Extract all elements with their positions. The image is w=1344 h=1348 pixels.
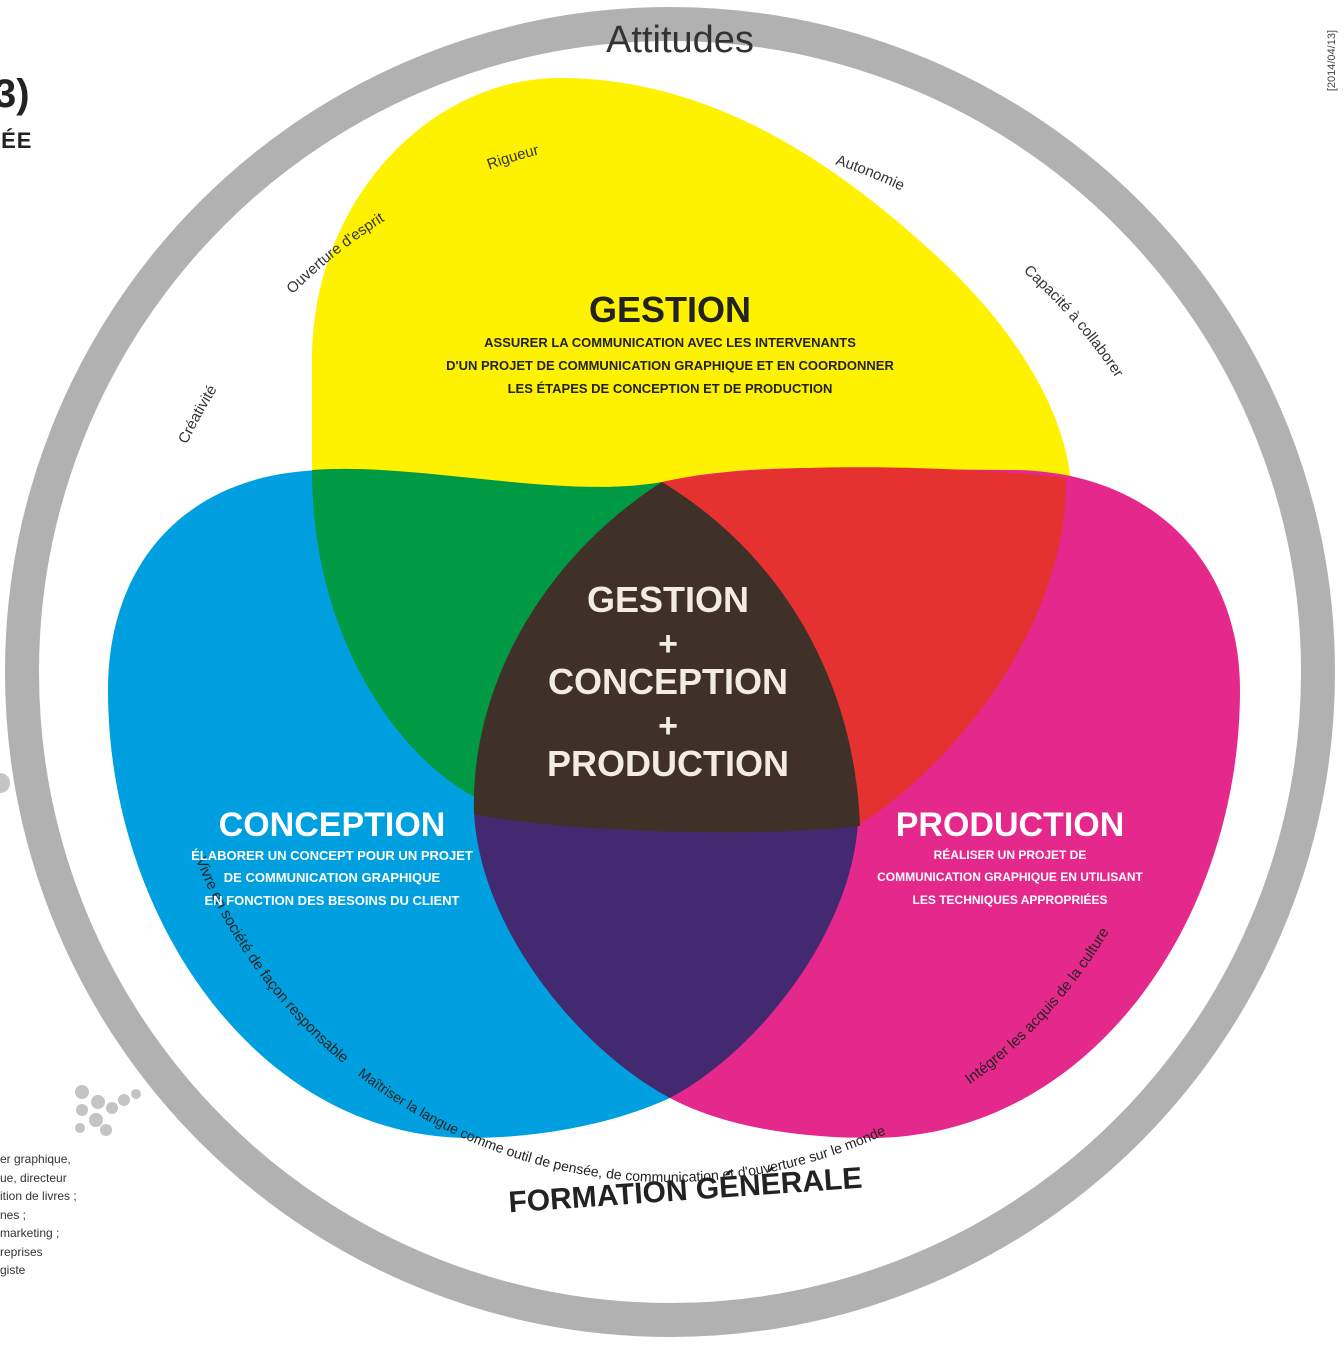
center-gestion: GESTION	[587, 579, 749, 620]
center-production: PRODUCTION	[547, 743, 789, 784]
center-conception: CONCEPTION	[548, 661, 788, 702]
side-list-line: marketing ;	[0, 1226, 60, 1240]
gestion-production-overlap	[662, 467, 1067, 824]
production-line-3: LES TECHNIQUES APPROPRIÉES	[913, 892, 1108, 907]
side-list-line: ue, directeur	[0, 1170, 67, 1185]
side-list-line: ition de livres ;	[0, 1189, 77, 1203]
svg-text:Créativité: Créativité	[175, 382, 220, 446]
svg-text:Capacité à collaborer: Capacité à collaborer	[1020, 262, 1126, 381]
side-subheading-fragment: IÉE	[0, 128, 33, 153]
gestion-line-2: D'UN PROJET DE COMMUNICATION GRAPHIQUE E…	[446, 358, 894, 373]
center-overlap	[473, 482, 860, 833]
side-dot	[0, 773, 10, 793]
center-plus-1: +	[658, 625, 678, 663]
attitudes-title: Attitudes	[606, 19, 754, 61]
conception-title: CONCEPTION	[219, 806, 446, 844]
gestion-line-3: LES ÉTAPES DE CONCEPTION ET DE PRODUCTIO…	[508, 381, 833, 396]
center-plus-2: +	[658, 707, 678, 745]
dots-decoration	[75, 1085, 141, 1136]
conception-production-overlap	[474, 812, 858, 1098]
outer-ring	[5, 7, 1335, 1337]
side-list-line: er graphique,	[0, 1152, 71, 1166]
gestion-conception-overlap	[312, 468, 662, 800]
side-list-line: giste	[0, 1263, 26, 1277]
attitude-creativite: Créativité	[175, 382, 220, 446]
production-line-2: COMMUNICATION GRAPHIQUE EN UTILISANT	[877, 870, 1143, 884]
side-list-line: reprises	[0, 1244, 43, 1259]
conception-line-2: DE COMMUNICATION GRAPHIQUE	[224, 870, 441, 885]
conception-line-1: ÉLABORER UN CONCEPT POUR UN PROJET	[191, 848, 473, 863]
gestion-title: GESTION	[589, 289, 751, 330]
production-title: PRODUCTION	[896, 806, 1125, 844]
conception-line-3: EN FONCTION DES BESOINS DU CLIENT	[205, 893, 460, 908]
date-tag: [2014/04/13]	[1326, 30, 1338, 92]
gestion-line-1: ASSURER LA COMMUNICATION AVEC LES INTERV…	[484, 335, 856, 350]
production-line-1: RÉALISER UN PROJET DE	[934, 847, 1087, 862]
side-list: er graphique, ue, directeur ition de liv…	[0, 1150, 100, 1280]
side-list-line: nes ;	[0, 1207, 27, 1222]
side-heading-fragment: 3)	[0, 72, 30, 116]
attitude-collaborer: Capacité à collaborer	[1020, 262, 1126, 381]
